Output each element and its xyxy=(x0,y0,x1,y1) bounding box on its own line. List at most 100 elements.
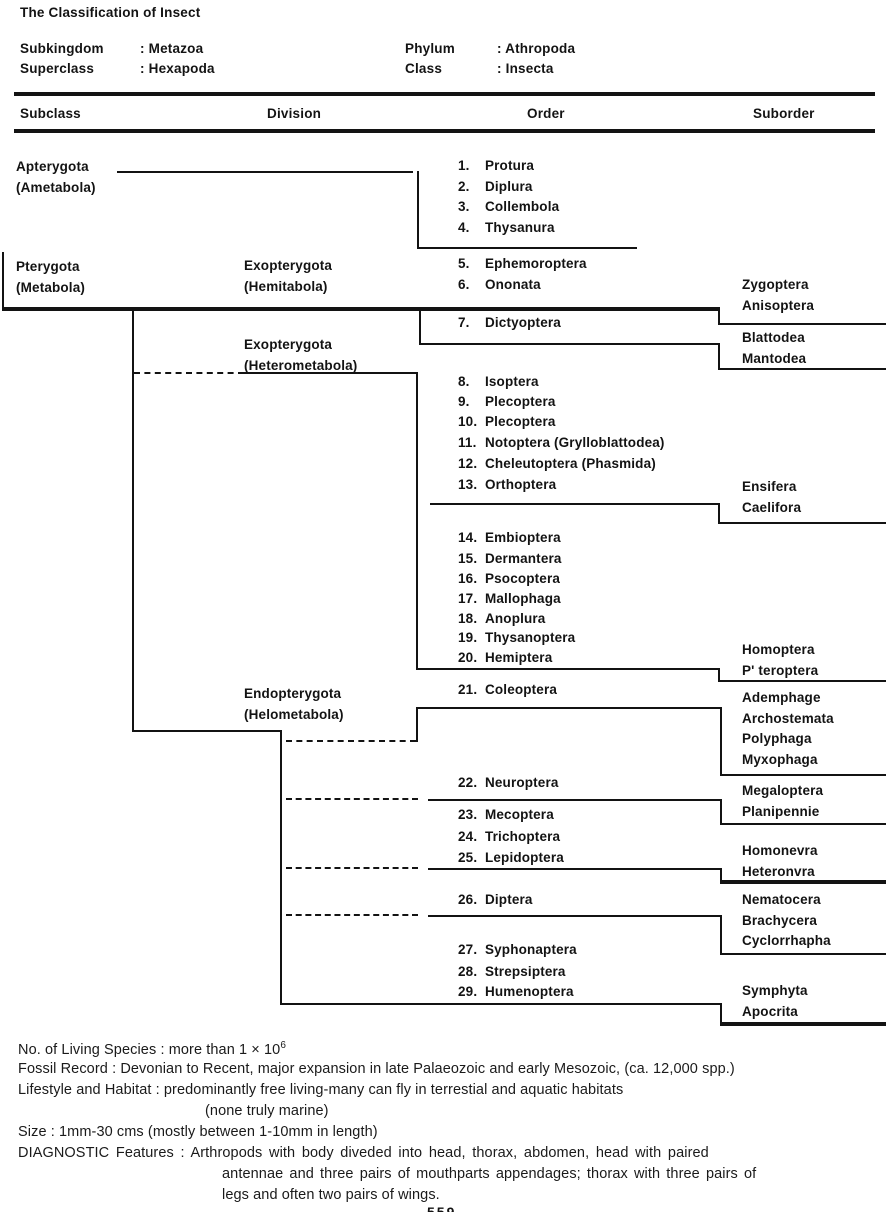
suborder-group-diptera: Nematocera Brachycera Cyclorrhapha xyxy=(742,892,831,948)
connector-line-dashed xyxy=(286,867,418,869)
subclass-apterygota: Apterygota (Ametabola) xyxy=(16,159,96,195)
connector-line xyxy=(428,799,722,801)
connector-line xyxy=(416,707,722,709)
division-endopterygota-helometabola: Endopterygota (Helometabola) xyxy=(244,686,344,722)
order-row: 13.Orthoptera xyxy=(458,477,557,492)
order-row: 25.Lepidoptera xyxy=(458,850,564,865)
order-row: 27.Syphonaptera xyxy=(458,942,577,957)
connector-line xyxy=(718,343,720,370)
order-row: 17.Mallophaga xyxy=(458,591,561,606)
order-row: 7.Dictyoptera xyxy=(458,315,561,330)
connector-line xyxy=(428,868,722,870)
connector-line xyxy=(132,311,134,732)
connector-line-dashed xyxy=(286,798,418,800)
column-header-suborder: Suborder xyxy=(753,106,815,121)
connector-line xyxy=(280,1003,722,1005)
connector-line xyxy=(132,730,282,732)
order-row: 24.Trichoptera xyxy=(458,829,561,844)
connector-line xyxy=(280,730,282,1005)
order-row: 16.Psocoptera xyxy=(458,571,561,586)
connector-line xyxy=(720,880,886,884)
connector-line xyxy=(718,680,886,682)
connector-line xyxy=(416,668,720,670)
connector-line xyxy=(718,368,886,370)
note-diagnostic-cont: legs and often two pairs of wings. xyxy=(222,1187,440,1203)
page-number: 559 xyxy=(427,1204,457,1212)
connector-line xyxy=(419,343,720,345)
connector-line xyxy=(2,307,720,311)
division-exopterygota-heterometabola: Exopterygota (Heterometabola) xyxy=(244,337,358,373)
order-row: 15.Dermantera xyxy=(458,551,562,566)
suborder-group-coleoptera: Ademphage Archostemata Polyphaga Myxopha… xyxy=(742,690,834,767)
suborder-group-lepidoptera: Homonevra Heteronvra xyxy=(742,843,818,879)
connector-line xyxy=(718,522,886,524)
order-row: 9.Plecoptera xyxy=(458,394,556,409)
order-row: 22.Neuroptera xyxy=(458,775,559,790)
note-size: Size : 1mm-30 cms (mostly between 1-10mm… xyxy=(18,1124,378,1140)
superscript: 6 xyxy=(280,1040,287,1051)
connector-line xyxy=(720,707,722,776)
order-row: 29.Humenoptera xyxy=(458,984,574,999)
connector-line-dashed xyxy=(286,740,416,742)
connector-line xyxy=(718,323,886,325)
order-row: 14.Embioptera xyxy=(458,530,561,545)
order-row: 3.Collembola xyxy=(458,199,560,214)
subclass-pterygota: Pterygota (Metabola) xyxy=(16,259,85,295)
order-row: 12.Cheleutoptera (Phasmida) xyxy=(458,456,656,471)
note-lifestyle: Lifestyle and Habitat : predominantly fr… xyxy=(18,1082,624,1098)
suborder-group-hemiptera: Homoptera P' teroptera xyxy=(742,642,819,678)
order-row: 2.Diplura xyxy=(458,179,533,194)
class-label: Class xyxy=(405,61,443,76)
order-row: 20.Hemiptera xyxy=(458,650,553,665)
connector-line xyxy=(720,953,886,955)
connector-line xyxy=(718,668,720,682)
connector-line xyxy=(720,774,886,776)
phylum-label: Phylum xyxy=(405,41,455,56)
order-row: 8.Isoptera xyxy=(458,374,539,389)
order-row: 23.Mecoptera xyxy=(458,807,554,822)
connector-line xyxy=(720,1003,722,1025)
connector-line xyxy=(417,171,419,249)
order-row: 11.Notoptera (Grylloblattodea) xyxy=(458,435,665,450)
connector-line xyxy=(416,372,418,670)
class-value: : Insecta xyxy=(497,61,554,76)
order-row: 10.Plecoptera xyxy=(458,414,556,429)
connector-line xyxy=(428,915,722,917)
subkingdom-value: : Metazoa xyxy=(140,41,204,56)
note-fossil-record: Fossil Record : Devonian to Recent, majo… xyxy=(18,1061,735,1077)
suborder-group-neuroptera: Megaloptera Planipennie xyxy=(742,783,824,819)
order-row: 26.Diptera xyxy=(458,892,533,907)
connector-line xyxy=(720,1022,886,1026)
order-row: 6.Ononata xyxy=(458,277,541,292)
order-row: 5.Ephemoroptera xyxy=(458,256,587,271)
connector-line xyxy=(720,915,722,955)
connector-line xyxy=(720,799,722,825)
suborder-group-orthoptera: Ensifera Caelifora xyxy=(742,479,802,515)
column-header-order: Order xyxy=(527,106,565,121)
superclass-value: : Hexapoda xyxy=(140,61,215,76)
order-row: 4.Thysanura xyxy=(458,220,555,235)
connector-line xyxy=(416,707,418,742)
connector-line-dashed xyxy=(286,914,418,916)
suborder-group-odonata: Zygoptera Anisoptera xyxy=(742,277,815,313)
connector-line xyxy=(720,823,886,825)
order-row: 21.Coleoptera xyxy=(458,682,558,697)
note-lifestyle-cont: (none truly marine) xyxy=(205,1103,329,1119)
connector-line xyxy=(720,868,722,883)
note-diagnostic: DIAGNOSTIC Features : Arthropods with bo… xyxy=(18,1145,709,1161)
table-rule xyxy=(14,129,875,133)
connector-line-dashed xyxy=(134,372,244,374)
connector-line xyxy=(417,247,637,249)
connector-line xyxy=(419,311,421,345)
suborder-group-hymenoptera: Symphyta Apocrita xyxy=(742,983,808,1019)
order-row: 19.Thysanoptera xyxy=(458,630,576,645)
connector-line xyxy=(718,307,720,325)
connector-line xyxy=(244,372,416,374)
table-rule xyxy=(14,92,875,96)
superclass-label: Superclass xyxy=(20,61,95,76)
connector-line xyxy=(117,171,413,173)
column-header-subclass: Subclass xyxy=(20,106,81,121)
column-header-division: Division xyxy=(267,106,322,121)
order-row: 28.Strepsiptera xyxy=(458,964,566,979)
